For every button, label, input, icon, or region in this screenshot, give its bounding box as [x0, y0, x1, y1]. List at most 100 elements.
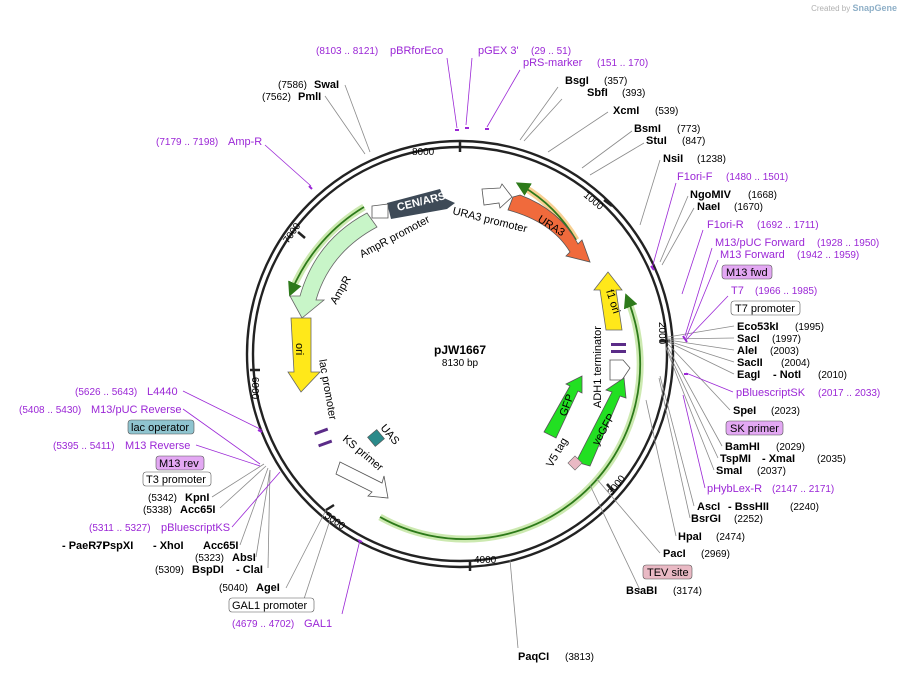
gal1-promoter-label: GAL1 promoter — [232, 600, 308, 612]
site-absi: - PaeR7I — [62, 540, 105, 552]
site-pos-kpni: (5342) — [148, 493, 177, 504]
primer-range-prs-marker: (151 .. 170) — [597, 58, 648, 69]
site-pos-bsmi: (773) — [677, 124, 700, 135]
site-noti: - NotI — [773, 369, 801, 381]
site-pos-stui: (847) — [682, 136, 705, 147]
site-pos-noti: (2010) — [818, 370, 847, 381]
ori-feature — [287, 317, 321, 393]
primer-m13-puc-forward: M13/pUC Forward — [715, 237, 805, 249]
lac-operator-marker — [314, 427, 329, 436]
site-bsrgi: BsrGI — [691, 513, 721, 525]
primer-phyblex-r: pHybLex-R — [707, 483, 762, 495]
site-ngomiv: NgoMIV — [690, 189, 732, 201]
site-pos-agei: (5040) — [219, 583, 248, 594]
site-xmai: - XmaI — [762, 453, 795, 465]
site-paer7i: - PspXI — [96, 540, 133, 552]
site-bsmi: BsmI — [634, 123, 661, 135]
site-eagi: EagI — [737, 369, 760, 381]
lac-operator-label: lac operator — [131, 422, 189, 434]
site-sacii: SacII — [737, 357, 763, 369]
plasmid-name: pJW1667 — [434, 343, 486, 357]
site-pos-alei: (2003) — [770, 346, 799, 357]
site-pos-ngomiv: (1668) — [748, 190, 777, 201]
primer-range-pbluescriptks: (5311 .. 5327) — [89, 523, 151, 534]
site-pos-acc65i: (5338) — [143, 505, 172, 516]
primer-ring-marks — [257, 127, 688, 543]
primer-range-m13-puc-forward: (1928 .. 1950) — [817, 238, 879, 249]
primer-range-gal1: (4679 .. 4702) — [232, 619, 294, 630]
primer-l4440: L4440 — [147, 386, 178, 398]
f1-ori-feature — [593, 271, 623, 331]
backbone-outer-circle — [245, 139, 675, 569]
primer-range-m13-reverse: (5395 .. 5411) — [53, 441, 115, 452]
tick-label-5000: 5000 — [322, 510, 347, 532]
ura3-feature — [507, 194, 591, 263]
site-pspxi: - XhoI — [153, 540, 184, 552]
primer-range-f1ori-r: (1692 .. 1711) — [757, 220, 819, 231]
t3-promoter-box — [142, 471, 212, 487]
primer-range-t7: (1966 .. 1985) — [755, 286, 817, 297]
ampr-feature — [289, 212, 378, 319]
t7-promoter-label: T7 promoter — [735, 303, 795, 315]
primer-range-phyblex-r: (2147 .. 2171) — [772, 484, 834, 495]
m13-rev-label: M13 rev — [159, 458, 199, 470]
site-pos-bspdi: (5309) — [155, 565, 184, 576]
site-pos-naei: (1670) — [734, 202, 763, 213]
tick-label-3000: 3000 — [606, 473, 629, 498]
tev-site-label: TEV site — [647, 567, 689, 579]
yegfp-feature — [575, 377, 627, 467]
site-spei: SpeI — [733, 405, 756, 417]
primer-range-m13-puc-reverse: (5408 .. 5430) — [19, 405, 81, 416]
primer-pbrforeco: pBRforEco — [390, 45, 443, 57]
site-bamhi: BamHI — [725, 441, 760, 453]
lac-operator-box — [127, 419, 195, 435]
primer-gal1: GAL1 — [304, 618, 332, 630]
site-bsabi: BsaBI — [626, 585, 657, 597]
site-bspdi: BspDI — [192, 564, 224, 576]
m13-fwd-label: M13 fwd — [726, 267, 768, 279]
primer-m13-forward: M13 Forward — [720, 249, 785, 261]
primer-range-amp-r: (7179 .. 7198) — [156, 137, 218, 148]
site-pos-bsabi: (3174) — [673, 586, 702, 597]
adh1-terminator-label: ADH1 terminator — [592, 326, 604, 408]
site-pos-sacii: (2004) — [781, 358, 810, 369]
snapgene-watermark: Created by SnapGene — [811, 3, 897, 13]
site-pos-bamhi: (2029) — [776, 442, 805, 453]
site-tspmi: TspMI — [720, 453, 751, 465]
site-pos-nsii: (1238) — [697, 154, 726, 165]
tev-site-box — [642, 564, 693, 580]
site-agei: AgeI — [256, 582, 280, 594]
site-eco53ki: Eco53kI — [737, 321, 779, 333]
primer-pgex3: pGEX 3' — [478, 45, 519, 57]
primer-range-pbluescriptsk: (2017 .. 2033) — [818, 388, 880, 399]
cen-ars-feature — [387, 189, 455, 219]
site-pos-hpai: (2474) — [716, 532, 745, 543]
site-clai: - ClaI — [236, 564, 263, 576]
tick-label-2000: 2000 — [656, 322, 667, 345]
site-pos-smai: (2037) — [757, 466, 786, 477]
tick-label-6000: 6000 — [249, 377, 260, 400]
m13-rev-marker — [318, 439, 333, 448]
primer-pbluescriptsk: pBluescriptSK — [736, 387, 806, 399]
site-paqci: PaqCI — [518, 651, 549, 663]
site-pos-sali: (5323) — [195, 553, 224, 564]
site-swai: SwaI — [314, 79, 339, 91]
site-saci: SacI — [737, 333, 760, 345]
primer-m13-puc-reverse: M13/pUC Reverse — [91, 404, 181, 416]
site-pos-bsgi: (357) — [604, 76, 627, 87]
ks-primer-feature — [335, 461, 389, 499]
tick-label-1000: 1000 — [581, 190, 605, 213]
lac-promoter-label: lac promoter — [316, 358, 338, 421]
site-asci: AscI — [697, 501, 720, 513]
site-pos-paci: (2969) — [701, 549, 730, 560]
primer-f1ori-r: F1ori-R — [707, 219, 744, 231]
primer-range-f1ori-f: (1480 .. 1501) — [726, 172, 788, 183]
site-nsii: NsiI — [663, 153, 683, 165]
site-pos-eco53ki: (1995) — [795, 322, 824, 333]
m13-fwd-box — [721, 264, 773, 280]
primer-range-pgex3: (29 .. 51) — [531, 46, 571, 57]
gfp-feature — [543, 375, 583, 439]
site-pos-saci: (1997) — [772, 334, 801, 345]
ori-label: ori — [293, 343, 305, 355]
